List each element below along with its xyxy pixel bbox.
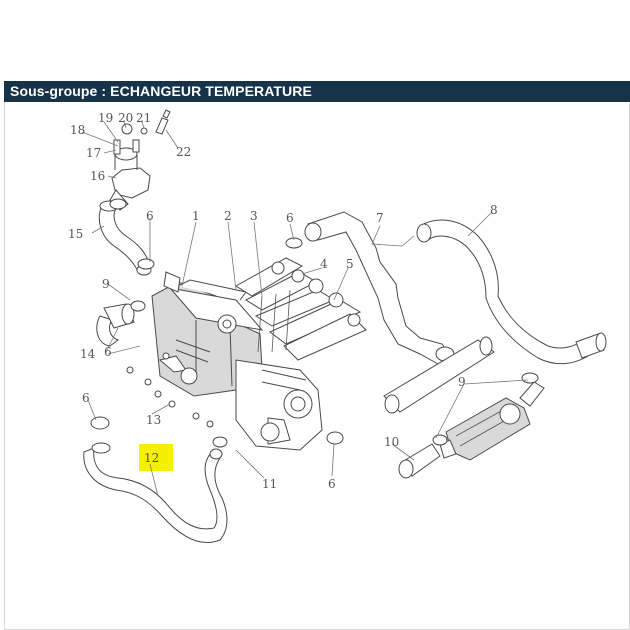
subgroup-title: Sous-groupe : ECHANGEUR TEMPERATURE — [10, 83, 312, 99]
part-label-6e: 6 — [328, 477, 336, 491]
part-label-4: 4 — [320, 257, 328, 271]
subgroup-header: Sous-groupe : ECHANGEUR TEMPERATURE — [4, 81, 630, 102]
nuts-13 — [126, 352, 214, 428]
manifold-rails — [235, 257, 367, 361]
hose-8 — [416, 219, 607, 365]
part-label-6c: 6 — [104, 345, 112, 359]
part-label-10: 10 — [384, 435, 399, 449]
part-labels: 1 2 3 4 5 6 6 6 6 6 7 8 9 9 10 11 12 13 … — [68, 111, 498, 491]
part-label-7: 7 — [376, 211, 384, 225]
part-label-15: 15 — [68, 227, 83, 241]
part-label-6d: 6 — [82, 391, 90, 405]
part-label-20: 20 — [118, 111, 133, 125]
part-label-14: 14 — [80, 347, 96, 361]
part-label-22: 22 — [176, 145, 191, 159]
part-12-highlight — [139, 444, 173, 471]
part-label-8: 8 — [490, 203, 498, 217]
part-label-1: 1 — [192, 209, 200, 223]
part-label-19: 19 — [98, 111, 113, 125]
part-label-9b: 9 — [458, 375, 466, 389]
part-label-21: 21 — [136, 111, 151, 125]
part-label-16: 16 — [90, 169, 105, 183]
exchanger-element — [439, 381, 545, 461]
part-label-3: 3 — [250, 209, 258, 223]
part-label-6a: 6 — [146, 209, 154, 223]
part-label-18: 18 — [70, 123, 85, 137]
leader-lines — [81, 121, 529, 497]
thermostat-housing — [109, 109, 171, 211]
part-label-13: 13 — [146, 413, 161, 427]
hose-14 — [96, 303, 135, 347]
hose-clamps — [90, 198, 539, 448]
part-label-17: 17 — [86, 146, 101, 160]
part-label-9a: 9 — [102, 277, 110, 291]
part-label-5: 5 — [346, 257, 354, 271]
pipe-10 — [383, 336, 495, 479]
part-label-12: 12 — [144, 451, 159, 465]
hose-12 — [83, 442, 228, 544]
part-label-6b: 6 — [286, 211, 294, 225]
part-label-2: 2 — [224, 209, 232, 223]
part-label-11: 11 — [262, 477, 277, 491]
heat-exchanger-block — [151, 271, 323, 451]
